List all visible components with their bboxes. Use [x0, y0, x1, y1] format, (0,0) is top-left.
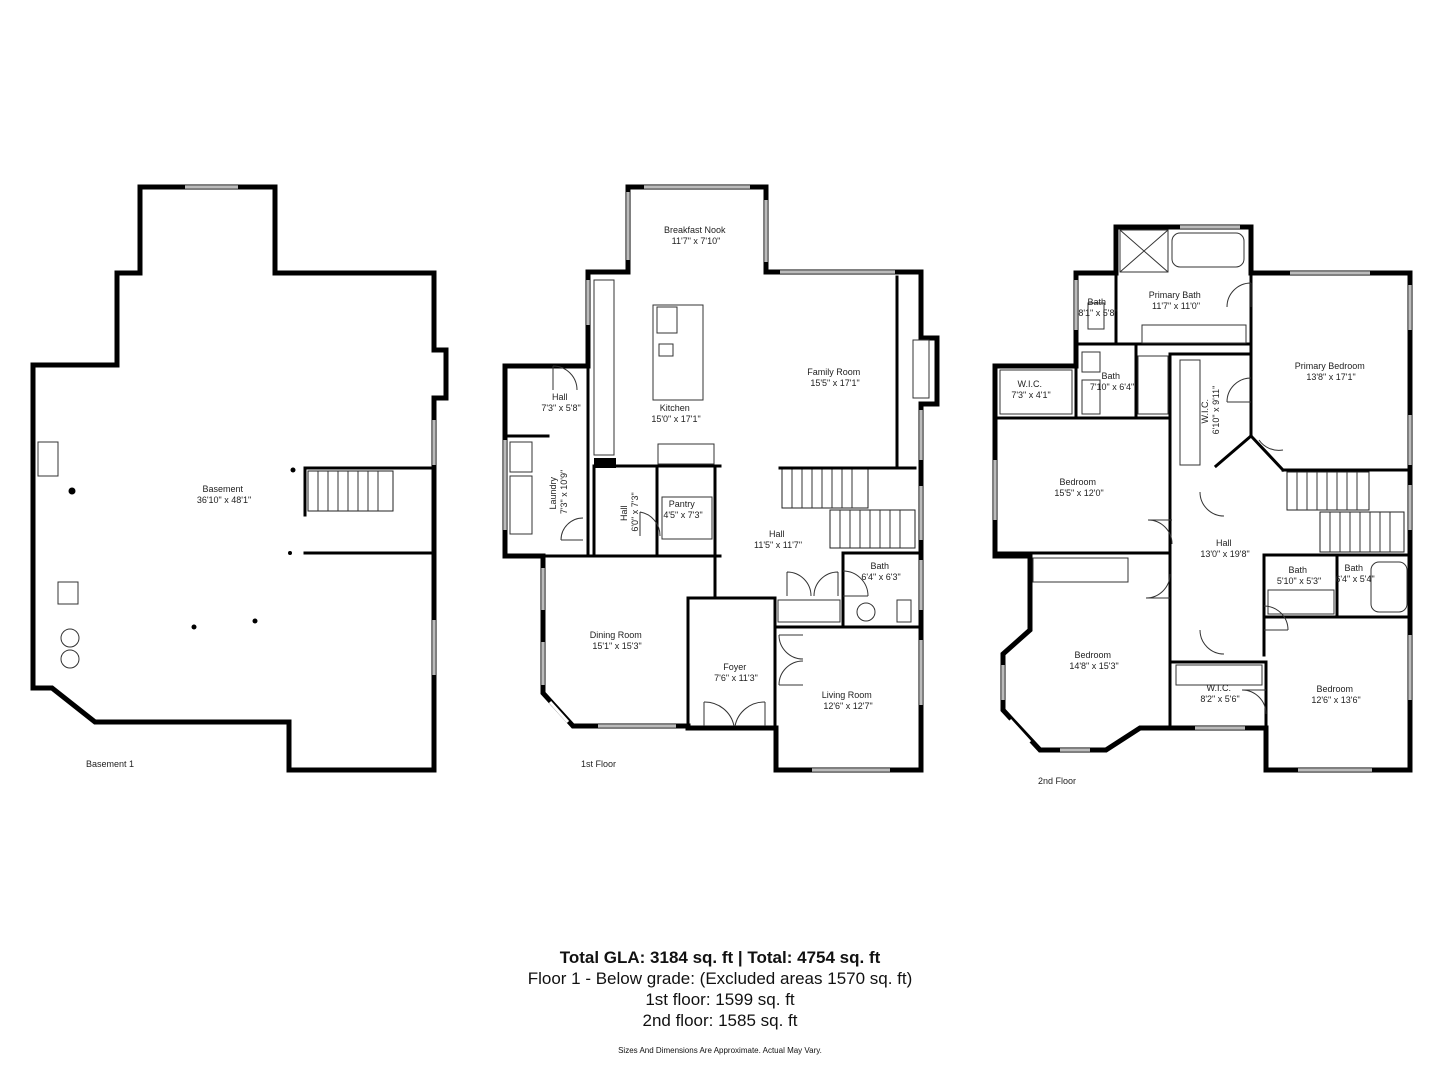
- room-label-wic-a: W.I.C. 7'3" x 4'1": [1011, 379, 1050, 400]
- room-label-hall-upper: Hall 7'3" x 5'8": [541, 392, 580, 413]
- room-label-primary-bath: Primary Bath 11'7" x 11'0": [1149, 290, 1204, 311]
- total-area-summary: Total GLA: 3184 sq. ft | Total: 4754 sq.…: [559, 948, 881, 967]
- room-label-wic-c: W.I.C. 8'2" x 5'6": [1200, 683, 1239, 704]
- room-label-hall-main: Hall 11'5" x 11'7": [754, 529, 802, 550]
- second-floor-stairs: [1286, 471, 1405, 553]
- disclaimer-text: Sizes And Dimensions Are Approximate. Ac…: [618, 1046, 822, 1055]
- room-label-bedroom-b: Bedroom 14'8" x 15'3": [1069, 650, 1118, 671]
- room-label-kitchen: Kitchen 15'0" x 17'1": [651, 403, 700, 424]
- room-label-laundry: Laundry 7'3" x 10'9": [548, 470, 569, 514]
- room-label-bath-c: Bath 5'10" x 5'3": [1277, 565, 1321, 586]
- first-floor-stairs: [778, 466, 917, 549]
- second-floor-plan: Bath 8'1" x 5'8" Primary Bath 11'7" x 11…: [992, 224, 1413, 786]
- room-label-bath-d: Bath 6'4" x 5'4": [1335, 563, 1374, 584]
- room-label-dining-room: Dining Room 15'1" x 15'3": [590, 630, 645, 651]
- room-label-bath-b: Bath 7'10" x 6'4": [1090, 371, 1134, 392]
- room-label-hall-2f: Hall 13'0" x 19'8": [1200, 538, 1249, 559]
- first-floor-plan: Breakfast Nook 11'7" x 7'10" Kitchen 15'…: [502, 184, 940, 773]
- below-grade-summary: Floor 1 - Below grade: (Excluded areas 1…: [527, 969, 913, 988]
- room-label-primary-bedroom: Primary Bedroom 13'8" x 17'1": [1295, 361, 1368, 382]
- room-label-bath-a: Bath 8'1" x 5'8": [1078, 297, 1117, 318]
- room-label-bath: Bath 6'4" x 6'3": [861, 561, 900, 582]
- room-label-hall-pantry: Hall 6'0" x 7'3": [619, 492, 640, 531]
- room-label-living-room: Living Room 12'6" x 12'7": [822, 690, 875, 711]
- room-label-breakfast-nook: Breakfast Nook 11'7" x 7'10": [664, 225, 728, 246]
- room-label-pantry: Pantry 4'5" x 7'3": [663, 499, 702, 520]
- first-floor-outer-wall: [502, 184, 940, 773]
- room-label-bedroom-a: Bedroom 15'5" x 12'0": [1054, 477, 1103, 498]
- room-label-family-room: Family Room 15'5" x 17'1": [807, 367, 863, 388]
- basement-stairs: [307, 470, 394, 512]
- room-label-bedroom-c: Bedroom 12'6" x 13'6": [1311, 684, 1360, 705]
- room-label-foyer: Foyer 7'6" x 11'3": [714, 662, 758, 683]
- room-label-wic-b: W.I.C. 6'10" x 9'11": [1200, 386, 1221, 435]
- floor-label-first: 1st Floor: [581, 759, 616, 769]
- floor-label-second: 2nd Floor: [1038, 776, 1076, 786]
- basement-plan: Basement 36'10" x 48'1" Basement 1: [30, 184, 449, 773]
- first-floor-area: 1st floor: 1599 sq. ft: [645, 990, 795, 1009]
- second-floor-area: 2nd floor: 1585 sq. ft: [642, 1011, 798, 1030]
- basement-outer-wall: [30, 184, 449, 773]
- room-label-basement: Basement 36'10" x 48'1": [197, 484, 251, 505]
- floor-label-basement: Basement 1: [86, 759, 134, 769]
